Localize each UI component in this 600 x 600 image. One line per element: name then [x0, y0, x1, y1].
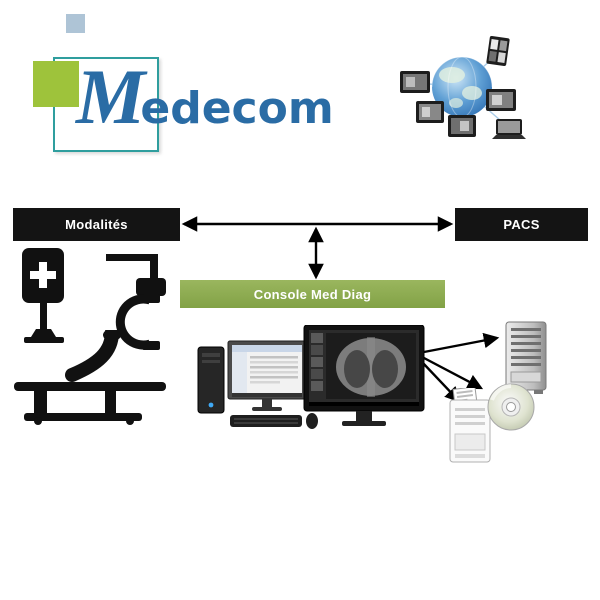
diagnostic-monitor-icon	[303, 325, 425, 426]
worklist-monitor-icon	[227, 340, 307, 411]
modalities-label: Modalités	[65, 217, 128, 232]
medecom-logo-wordmark: Medecom	[76, 58, 334, 136]
report-printer-icon	[449, 388, 491, 463]
global-network-illustration	[400, 36, 526, 139]
diagnostic-workstation-illustration	[197, 325, 425, 429]
pacs-node: PACS	[455, 208, 588, 241]
keyboard-icon	[230, 415, 302, 427]
xray-flat-panel-stand-icon	[22, 248, 64, 343]
brand-rest: edecom	[140, 83, 334, 134]
console-label: Console Med Diag	[253, 286, 372, 302]
phone-photos-icon	[486, 36, 510, 66]
laptop-icon	[492, 119, 526, 139]
brand-initial: M	[76, 53, 145, 140]
monitor-icon	[400, 71, 430, 93]
pacs-label: PACS	[503, 217, 540, 232]
mobile-c-arm-icon	[106, 254, 166, 350]
tower-pc-icon	[197, 346, 225, 414]
dvd-disc-icon	[487, 383, 535, 431]
monitor-icon	[448, 115, 476, 137]
mouse-icon	[306, 413, 318, 429]
modalities-node: Modalités	[13, 208, 180, 241]
logo-green-square	[33, 61, 79, 107]
monitor-icon	[486, 89, 516, 111]
logo-small-square	[66, 14, 85, 33]
workstation-to-server-arrow	[423, 332, 500, 354]
radiography-table-icon	[14, 330, 166, 425]
workstation-to-dvd-arrow	[423, 356, 484, 390]
console-med-diag-node: Console Med Diag	[180, 280, 445, 308]
globe-icon	[431, 56, 493, 118]
monitor-icon	[416, 101, 444, 123]
